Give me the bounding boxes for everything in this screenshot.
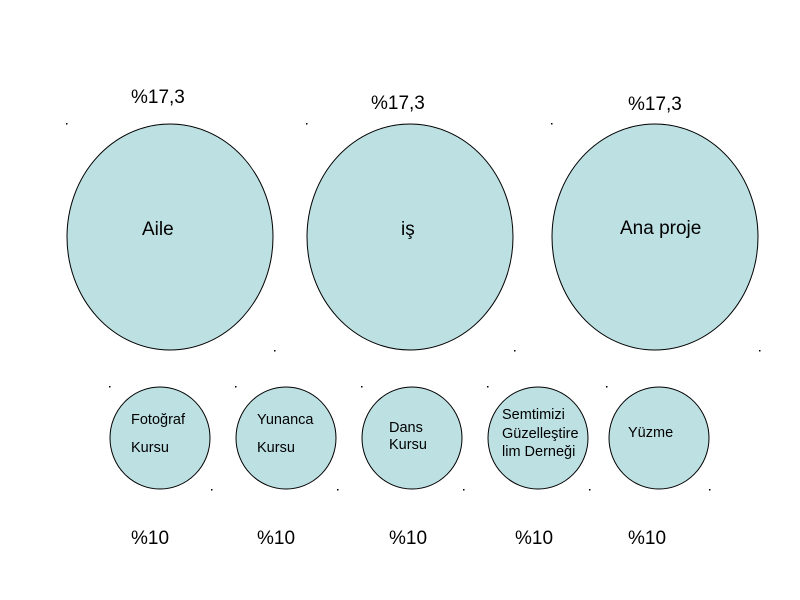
circle-ana-proje <box>551 123 759 351</box>
corner-marker <box>361 386 363 388</box>
percent-is: %17,3 <box>371 93 425 114</box>
corner-marker <box>514 350 516 352</box>
corner-marker <box>66 123 68 125</box>
corner-marker <box>589 489 591 491</box>
label-ana-proje: Ana proje <box>620 218 702 239</box>
corner-marker <box>709 489 711 491</box>
corner-marker <box>235 386 237 388</box>
corner-marker <box>306 123 308 125</box>
corner-marker <box>759 350 761 352</box>
corner-marker <box>551 123 553 125</box>
corner-markers <box>66 123 761 491</box>
label-semtimizi: Semtimizi Güzelleştire lim Derneği <box>502 406 579 462</box>
label-line: Fotoğraf <box>131 412 185 428</box>
circle-dans-kursu <box>361 386 463 490</box>
label-line: Yunanca <box>257 412 314 428</box>
circle-semtimizi <box>487 386 589 490</box>
label-line: Kursu <box>257 440 295 456</box>
corner-marker <box>606 386 608 388</box>
circle-yuzme <box>608 386 710 490</box>
circle-is <box>306 123 514 351</box>
label-line: Kursu <box>131 440 169 456</box>
label-is: iş <box>401 219 415 240</box>
percent-ana-proje: %17,3 <box>628 94 682 115</box>
label-line: lim Derneği <box>502 444 576 460</box>
corner-marker <box>463 489 465 491</box>
label-line: Dans <box>389 420 423 436</box>
label-dans-kursu: Dans Kursu <box>389 420 427 454</box>
percent-semtimizi: %10 <box>515 528 554 549</box>
corner-marker <box>487 386 489 388</box>
label-aile: Aile <box>142 219 174 240</box>
circle-fotograf-kursu <box>109 386 211 490</box>
label-line: Yüzme <box>628 425 674 441</box>
corner-marker <box>337 489 339 491</box>
circle-aile <box>66 123 274 351</box>
label-line: Kursu <box>389 437 427 453</box>
percent-yuzme: %10 <box>628 528 667 549</box>
percent-yunanca-kursu: %10 <box>257 528 296 549</box>
corner-marker <box>274 350 276 352</box>
percent-aile: %17,3 <box>131 87 185 108</box>
circle-yunanca-kursu <box>235 386 337 490</box>
label-line: Güzelleştire <box>502 425 579 442</box>
percent-dans-kursu: %10 <box>389 528 428 549</box>
label-fotograf-kursu: Fotoğraf Kursu <box>131 406 185 462</box>
label-yuzme: Yüzme <box>628 425 673 442</box>
percent-fotograf-kursu: %10 <box>131 528 170 549</box>
label-line: Semtimizi <box>502 407 565 423</box>
corner-marker <box>109 386 111 388</box>
label-yunanca-kursu: Yunanca Kursu <box>257 406 313 462</box>
corner-marker <box>211 489 213 491</box>
